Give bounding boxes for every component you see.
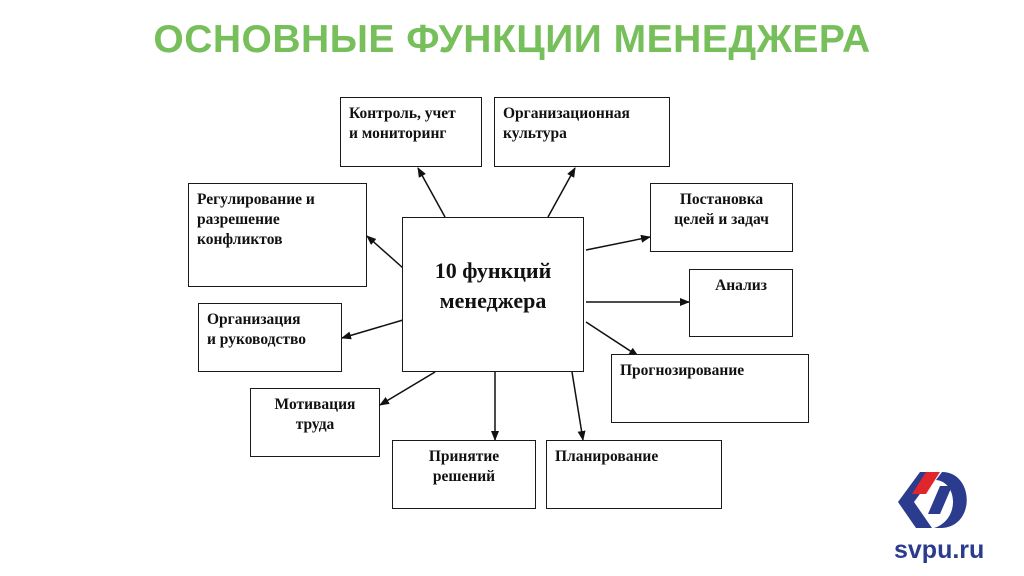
node-organization: Организация и руководство xyxy=(198,303,342,372)
node-forecasting: Прогнозирование xyxy=(611,354,809,423)
node-conflicts: Регулирование и разрешение конфликтов xyxy=(188,183,367,287)
center-node: 10 функций менеджера xyxy=(402,217,584,372)
arrow-to-control xyxy=(417,167,446,218)
node-planning: Планирование xyxy=(546,440,722,509)
site-name[interactable]: svpu.ru xyxy=(894,536,985,564)
arrow-to-conflicts xyxy=(366,235,404,269)
svpu-logo-icon xyxy=(898,472,967,528)
arrow-to-forecasting xyxy=(585,321,639,357)
node-analysis: Анализ xyxy=(689,269,793,337)
page-title: ОСНОВНЫЕ ФУНКЦИИ МЕНЕДЖЕРА xyxy=(153,18,871,61)
arrow-to-planning xyxy=(571,371,586,441)
arrow-to-culture xyxy=(547,167,576,218)
arrow-to-organization xyxy=(341,319,404,340)
node-goals: Постановка целей и задач xyxy=(650,183,793,252)
arrow-to-goals xyxy=(585,234,651,251)
node-decisions: Принятие решений xyxy=(392,440,536,509)
node-culture: Организационная культура xyxy=(494,97,670,167)
node-motivation: Мотивация труда xyxy=(250,388,380,457)
arrow-to-motivation xyxy=(379,371,436,406)
node-control: Контроль, учет и мониторинг xyxy=(340,97,482,167)
